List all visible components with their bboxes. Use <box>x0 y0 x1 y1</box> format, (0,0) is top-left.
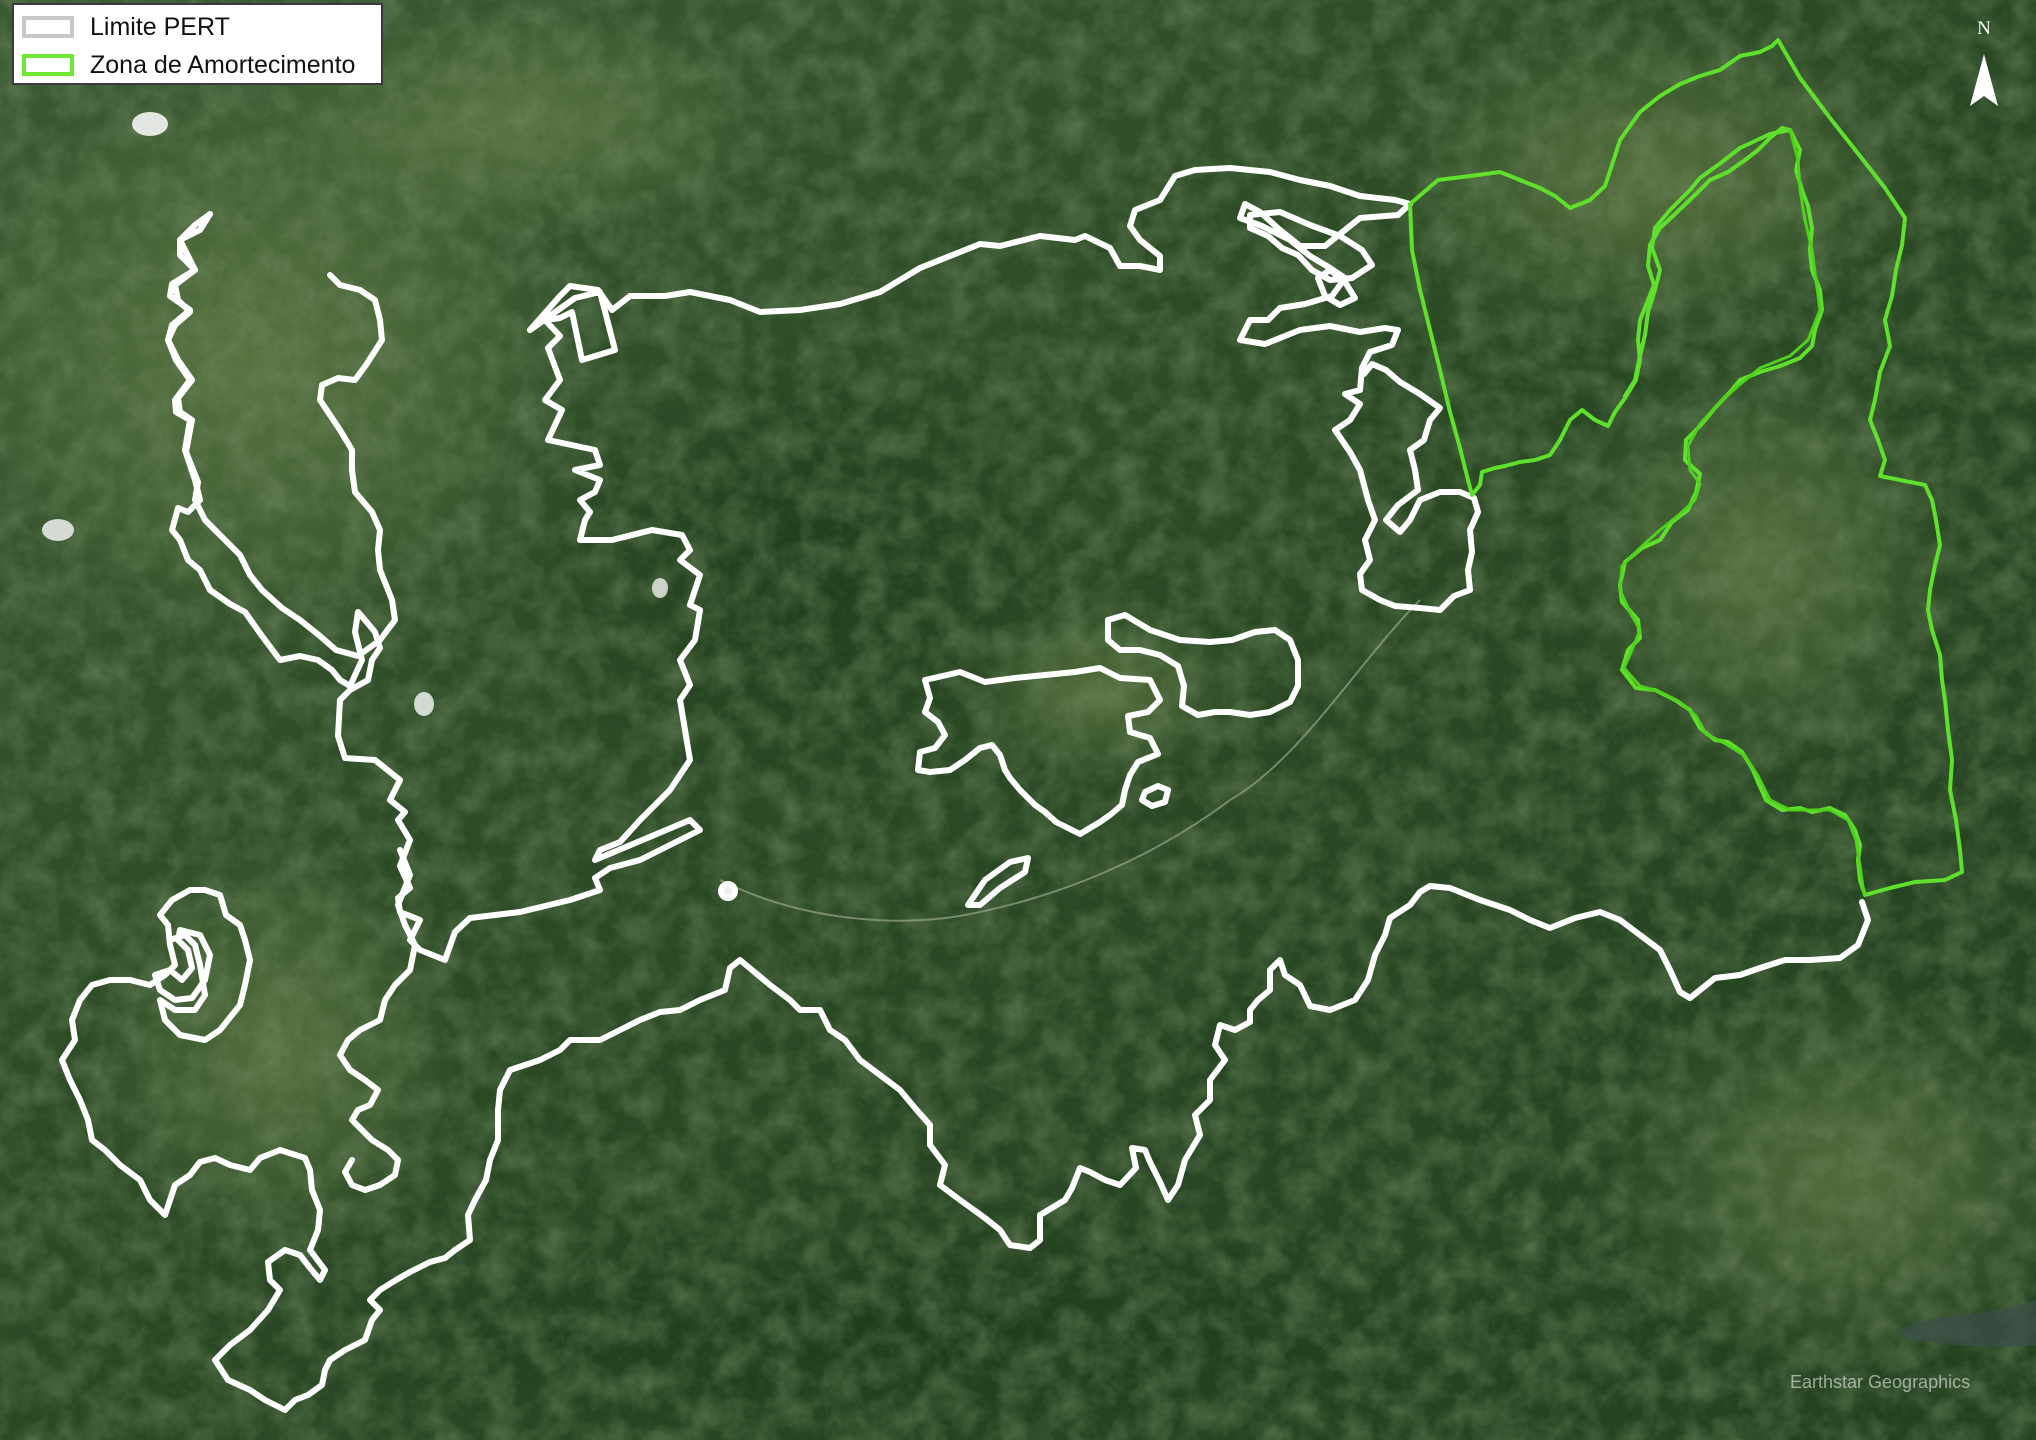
buffer-zone[interactable] <box>1408 38 1964 897</box>
pert-hole-north-2 <box>1315 267 1358 308</box>
legend-label: Limite PERT <box>90 12 230 41</box>
legend-swatch-zona-amortecimento <box>22 54 74 76</box>
north-arrow: N <box>1964 18 2004 112</box>
pert-hole-sliver <box>965 855 1031 908</box>
pert-hole-central <box>915 665 1163 837</box>
north-letter: N <box>1977 18 1991 39</box>
legend-swatch-limite-pert <box>22 16 74 38</box>
north-arrow-icon <box>1970 54 1998 106</box>
map-legend: Limite PERT Zona de Amortecimento <box>12 3 383 85</box>
pert-boundary[interactable] <box>59 165 1871 1413</box>
pert-hole-southwest-spiral <box>152 927 213 1003</box>
pert-boundary-west-arm <box>165 211 398 659</box>
pert-boundary-south <box>59 883 1871 1413</box>
buffer-zone-inner-2 <box>1618 128 1866 896</box>
buffer-zone-inner <box>1623 128 1792 398</box>
pert-boundary-outer <box>527 165 1481 613</box>
pert-boundary-lobe-west <box>337 847 418 1193</box>
pert-hole-dot <box>718 881 738 901</box>
pert-hole-east <box>1105 612 1301 718</box>
imagery-attribution: Earthstar Geographics <box>1790 1372 1971 1392</box>
legend-item-zona-amortecimento: Zona de Amortecimento <box>22 49 355 81</box>
legend-label: Zona de Amortecimento <box>90 50 356 79</box>
pert-hole-small <box>1139 783 1171 809</box>
legend-item-limite-pert: Limite PERT <box>22 11 230 43</box>
